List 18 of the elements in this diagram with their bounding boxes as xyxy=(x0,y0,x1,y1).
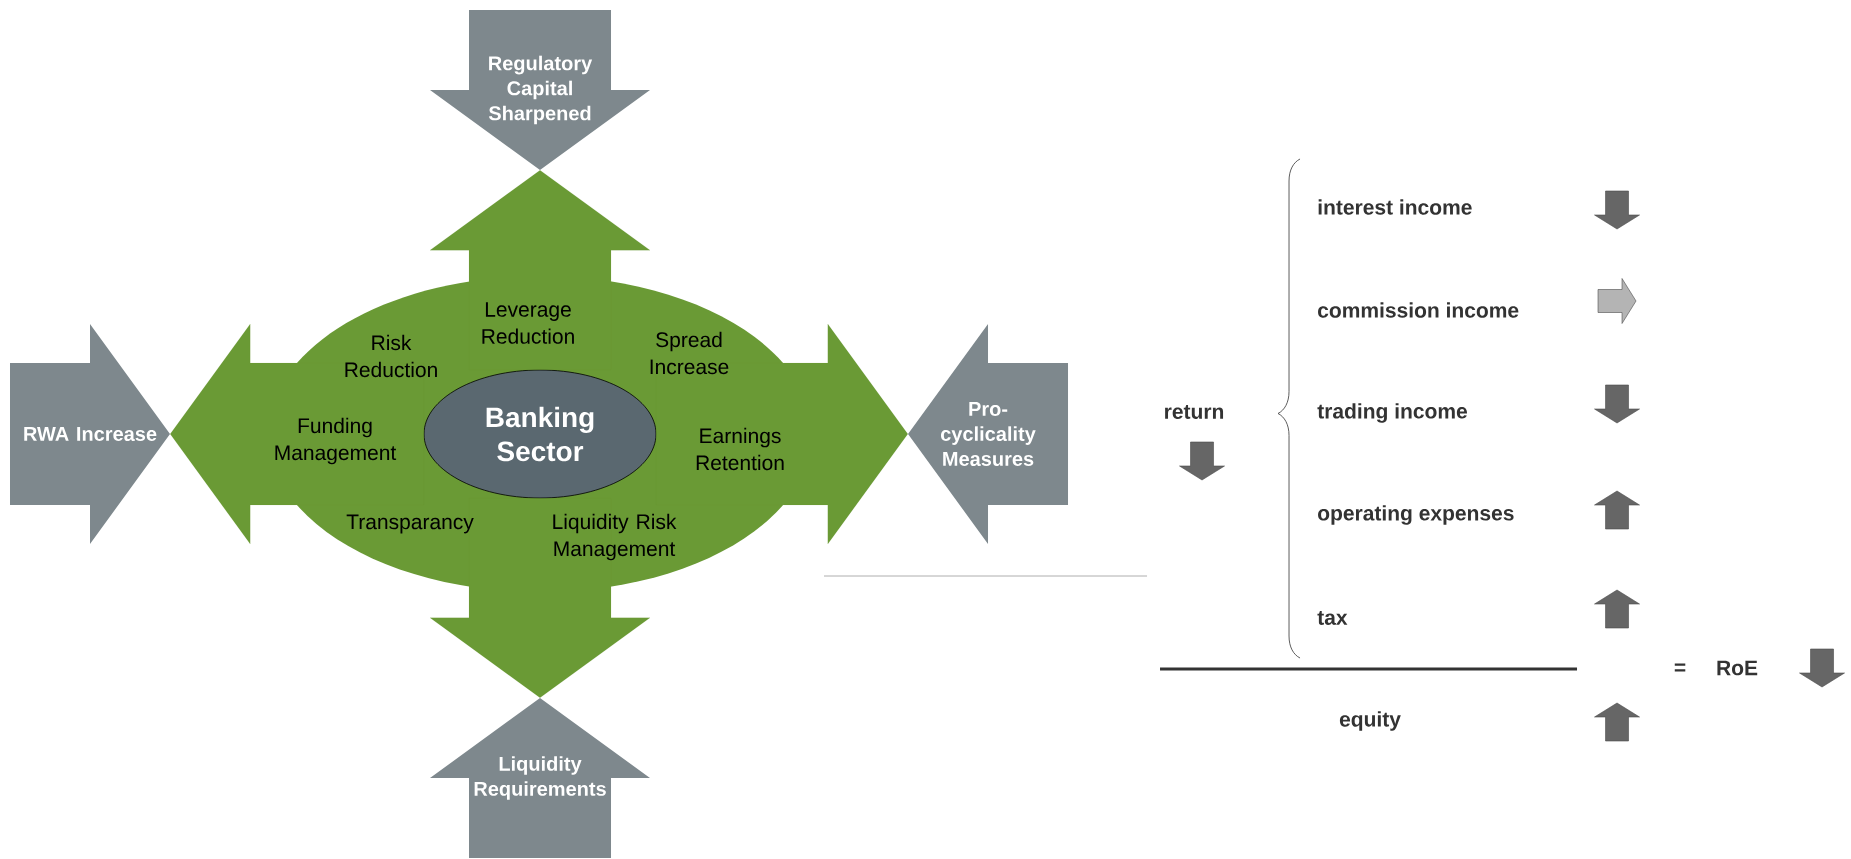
block-arrow xyxy=(429,498,651,698)
label: return xyxy=(1165,405,1224,419)
ellipse-label: Leverage Reduction xyxy=(482,302,574,344)
label: = xyxy=(1674,663,1686,672)
label: RoE xyxy=(1717,660,1758,676)
ellipse-label: Transparancy xyxy=(346,514,474,534)
block-arrow xyxy=(429,170,651,370)
label: interest income xyxy=(1318,199,1472,215)
label: commission income xyxy=(1318,302,1519,318)
label: tax xyxy=(1317,611,1348,625)
block-arrow xyxy=(656,323,908,545)
block-arrow xyxy=(170,323,424,545)
label: operating expenses xyxy=(1318,505,1514,525)
label: trading income xyxy=(1317,403,1467,423)
ellipse-label: Earnings Retention xyxy=(696,427,784,471)
ellipse-label: Funding Management xyxy=(275,417,397,465)
ellipse-label: Liquidity Risk Management xyxy=(553,513,677,561)
label: equity xyxy=(1339,711,1401,731)
